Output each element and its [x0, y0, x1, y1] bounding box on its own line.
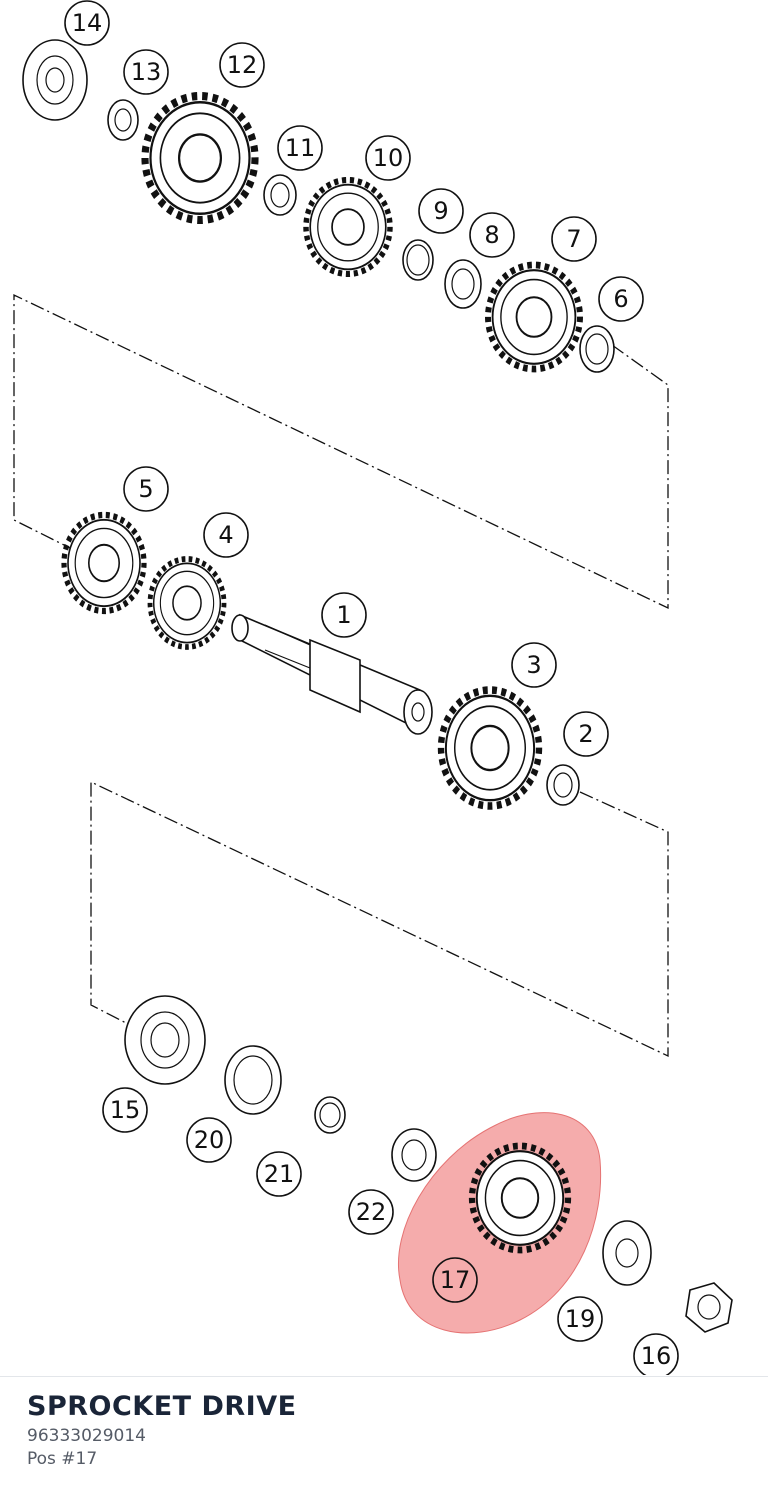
- part-nut-16[interactable]: [685, 1282, 733, 1333]
- part-gear-3[interactable]: [441, 690, 539, 806]
- part-washer-6[interactable]: [579, 325, 615, 373]
- exploded-parts-diagram: 14 13 12 11 10 9 8 7 6 5 4 1 3 2 15 20 2…: [13, 0, 733, 1375]
- svg-text:12: 12: [227, 51, 258, 79]
- callout-11[interactable]: 11: [277, 125, 323, 171]
- callout-2[interactable]: 2: [563, 711, 609, 757]
- callout-7[interactable]: 7: [551, 216, 597, 262]
- callout-19[interactable]: 19: [557, 1296, 603, 1342]
- part-bushing-8[interactable]: [444, 259, 482, 309]
- part-lockwasher-19[interactable]: [602, 1220, 652, 1286]
- part-bushing-11[interactable]: [263, 174, 297, 216]
- part-bushing-2[interactable]: [546, 764, 580, 806]
- part-washer-13[interactable]: [107, 99, 139, 141]
- part-seal-20[interactable]: [224, 1045, 282, 1115]
- callout-15[interactable]: 15: [102, 1087, 148, 1133]
- assembly-lines: [13, 293, 669, 1058]
- callout-10[interactable]: 10: [365, 135, 411, 181]
- svg-text:15: 15: [110, 1096, 141, 1124]
- svg-text:22: 22: [356, 1198, 387, 1226]
- part-info-panel: SPROCKET DRIVE 96333029014 Pos #17: [0, 1376, 768, 1492]
- callout-4[interactable]: 4: [203, 512, 249, 558]
- callout-5[interactable]: 5: [123, 466, 169, 512]
- svg-text:4: 4: [218, 521, 233, 549]
- callout-12[interactable]: 12: [219, 42, 265, 88]
- callout-13[interactable]: 13: [123, 49, 169, 95]
- svg-text:1: 1: [336, 601, 351, 629]
- callout-17[interactable]: 17: [432, 1257, 478, 1303]
- part-position: Pos #17: [27, 1449, 98, 1469]
- callout-3[interactable]: 3: [511, 642, 557, 688]
- callouts: 14 13 12 11 10 9 8 7 6 5 4 1 3 2 15 20 2…: [64, 0, 679, 1375]
- part-bearing-15[interactable]: [124, 995, 206, 1085]
- svg-text:10: 10: [373, 144, 404, 172]
- svg-text:19: 19: [565, 1305, 596, 1333]
- callout-20[interactable]: 20: [186, 1117, 232, 1163]
- svg-text:13: 13: [131, 58, 162, 86]
- svg-text:21: 21: [264, 1160, 295, 1188]
- part-gear-12[interactable]: [145, 96, 255, 220]
- callout-9[interactable]: 9: [418, 188, 464, 234]
- callout-1[interactable]: 1: [321, 592, 367, 638]
- svg-text:16: 16: [641, 1342, 672, 1370]
- callout-8[interactable]: 8: [469, 212, 515, 258]
- callout-14[interactable]: 14: [64, 0, 110, 46]
- svg-text:20: 20: [194, 1126, 225, 1154]
- callout-16[interactable]: 16: [633, 1333, 679, 1375]
- svg-text:2: 2: [578, 720, 593, 748]
- part-number: 96333029014: [27, 1426, 146, 1446]
- part-gear-4[interactable]: [150, 559, 224, 647]
- svg-text:17: 17: [440, 1266, 471, 1294]
- svg-text:9: 9: [433, 197, 448, 225]
- part-title: SPROCKET DRIVE: [27, 1391, 297, 1422]
- part-shaft-1[interactable]: [231, 613, 433, 735]
- part-gear-7[interactable]: [488, 265, 580, 369]
- part-spacer-22[interactable]: [391, 1128, 437, 1182]
- part-bearing-14[interactable]: [22, 39, 88, 121]
- callout-22[interactable]: 22: [348, 1189, 394, 1235]
- part-circlip-9[interactable]: [402, 239, 434, 281]
- svg-text:14: 14: [72, 9, 103, 37]
- callout-6[interactable]: 6: [598, 276, 644, 322]
- svg-text:11: 11: [285, 134, 316, 162]
- part-gear-5[interactable]: [64, 515, 144, 611]
- svg-text:5: 5: [138, 475, 153, 503]
- svg-text:3: 3: [526, 651, 541, 679]
- callout-21[interactable]: 21: [256, 1151, 302, 1197]
- svg-text:8: 8: [484, 221, 499, 249]
- svg-text:6: 6: [613, 285, 628, 313]
- svg-text:7: 7: [566, 225, 581, 253]
- parts: [22, 39, 733, 1333]
- part-oring-21[interactable]: [314, 1096, 346, 1134]
- part-gear-10[interactable]: [306, 180, 390, 274]
